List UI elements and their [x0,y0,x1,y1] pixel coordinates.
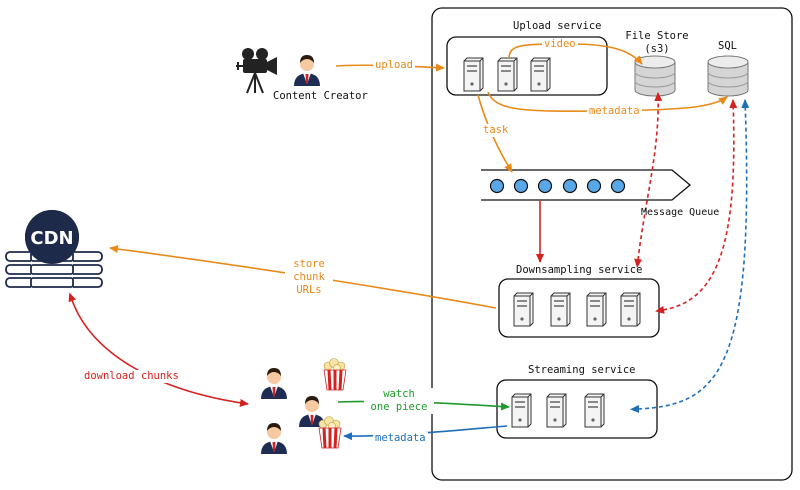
downsampling-filestore-arrow [634,92,663,268]
video-camera-icon [236,48,277,94]
message-queue-shape [481,169,692,201]
cdn-icon: CDN [5,210,103,291]
video-edge-label: video [542,38,578,51]
downsampling-server-1 [513,292,534,327]
viewer-person-3 [261,423,287,454]
streaming-server-2 [546,393,567,428]
downsampling-service-label: Downsampling service [516,264,643,276]
metadata-stream-edge-label: metadata [373,432,428,445]
store-chunk-urls-edge-label: store chunk URLs [285,258,333,297]
streaming-service-label: Streaming service [528,364,636,376]
upload-server-2 [497,57,518,92]
message-queue-label: Message Queue [641,207,720,218]
sql-label: SQL [718,40,737,52]
task-edge-label: task [481,124,511,137]
viewer-person-1 [261,368,287,399]
popcorn-icon-2 [317,415,343,450]
downsampling-server-4 [620,292,641,327]
upload-service-box [446,36,608,96]
popcorn-icon-1 [322,357,348,392]
download-chunks-arrow [68,292,249,407]
system-container [431,7,793,481]
downsampling-server-3 [586,292,607,327]
streaming-server-3 [584,393,605,428]
content-creator-person [294,55,320,86]
download-chunks-edge-label: download chunks [82,370,181,383]
cdn-label: CDN [30,228,73,249]
upload-server-1 [463,57,484,92]
metadata-sql-edge-label: metadata [587,105,642,118]
message-queue-items [489,178,626,194]
streaming-sql-arrow [630,99,750,413]
file-store-label: File Store (s3) [625,30,689,55]
upload-service-label: Upload service [513,20,602,32]
watch-one-piece-edge-label: watch one piece [364,388,434,414]
content-creator-label: Content Creator [273,90,368,102]
downsampling-server-2 [550,292,571,327]
upload-edge-label: upload [373,59,415,72]
downsampling-sql-arrow [655,99,738,314]
upload-server-3 [530,57,551,92]
streaming-server-1 [511,393,532,428]
sql-cylinder [707,55,749,97]
